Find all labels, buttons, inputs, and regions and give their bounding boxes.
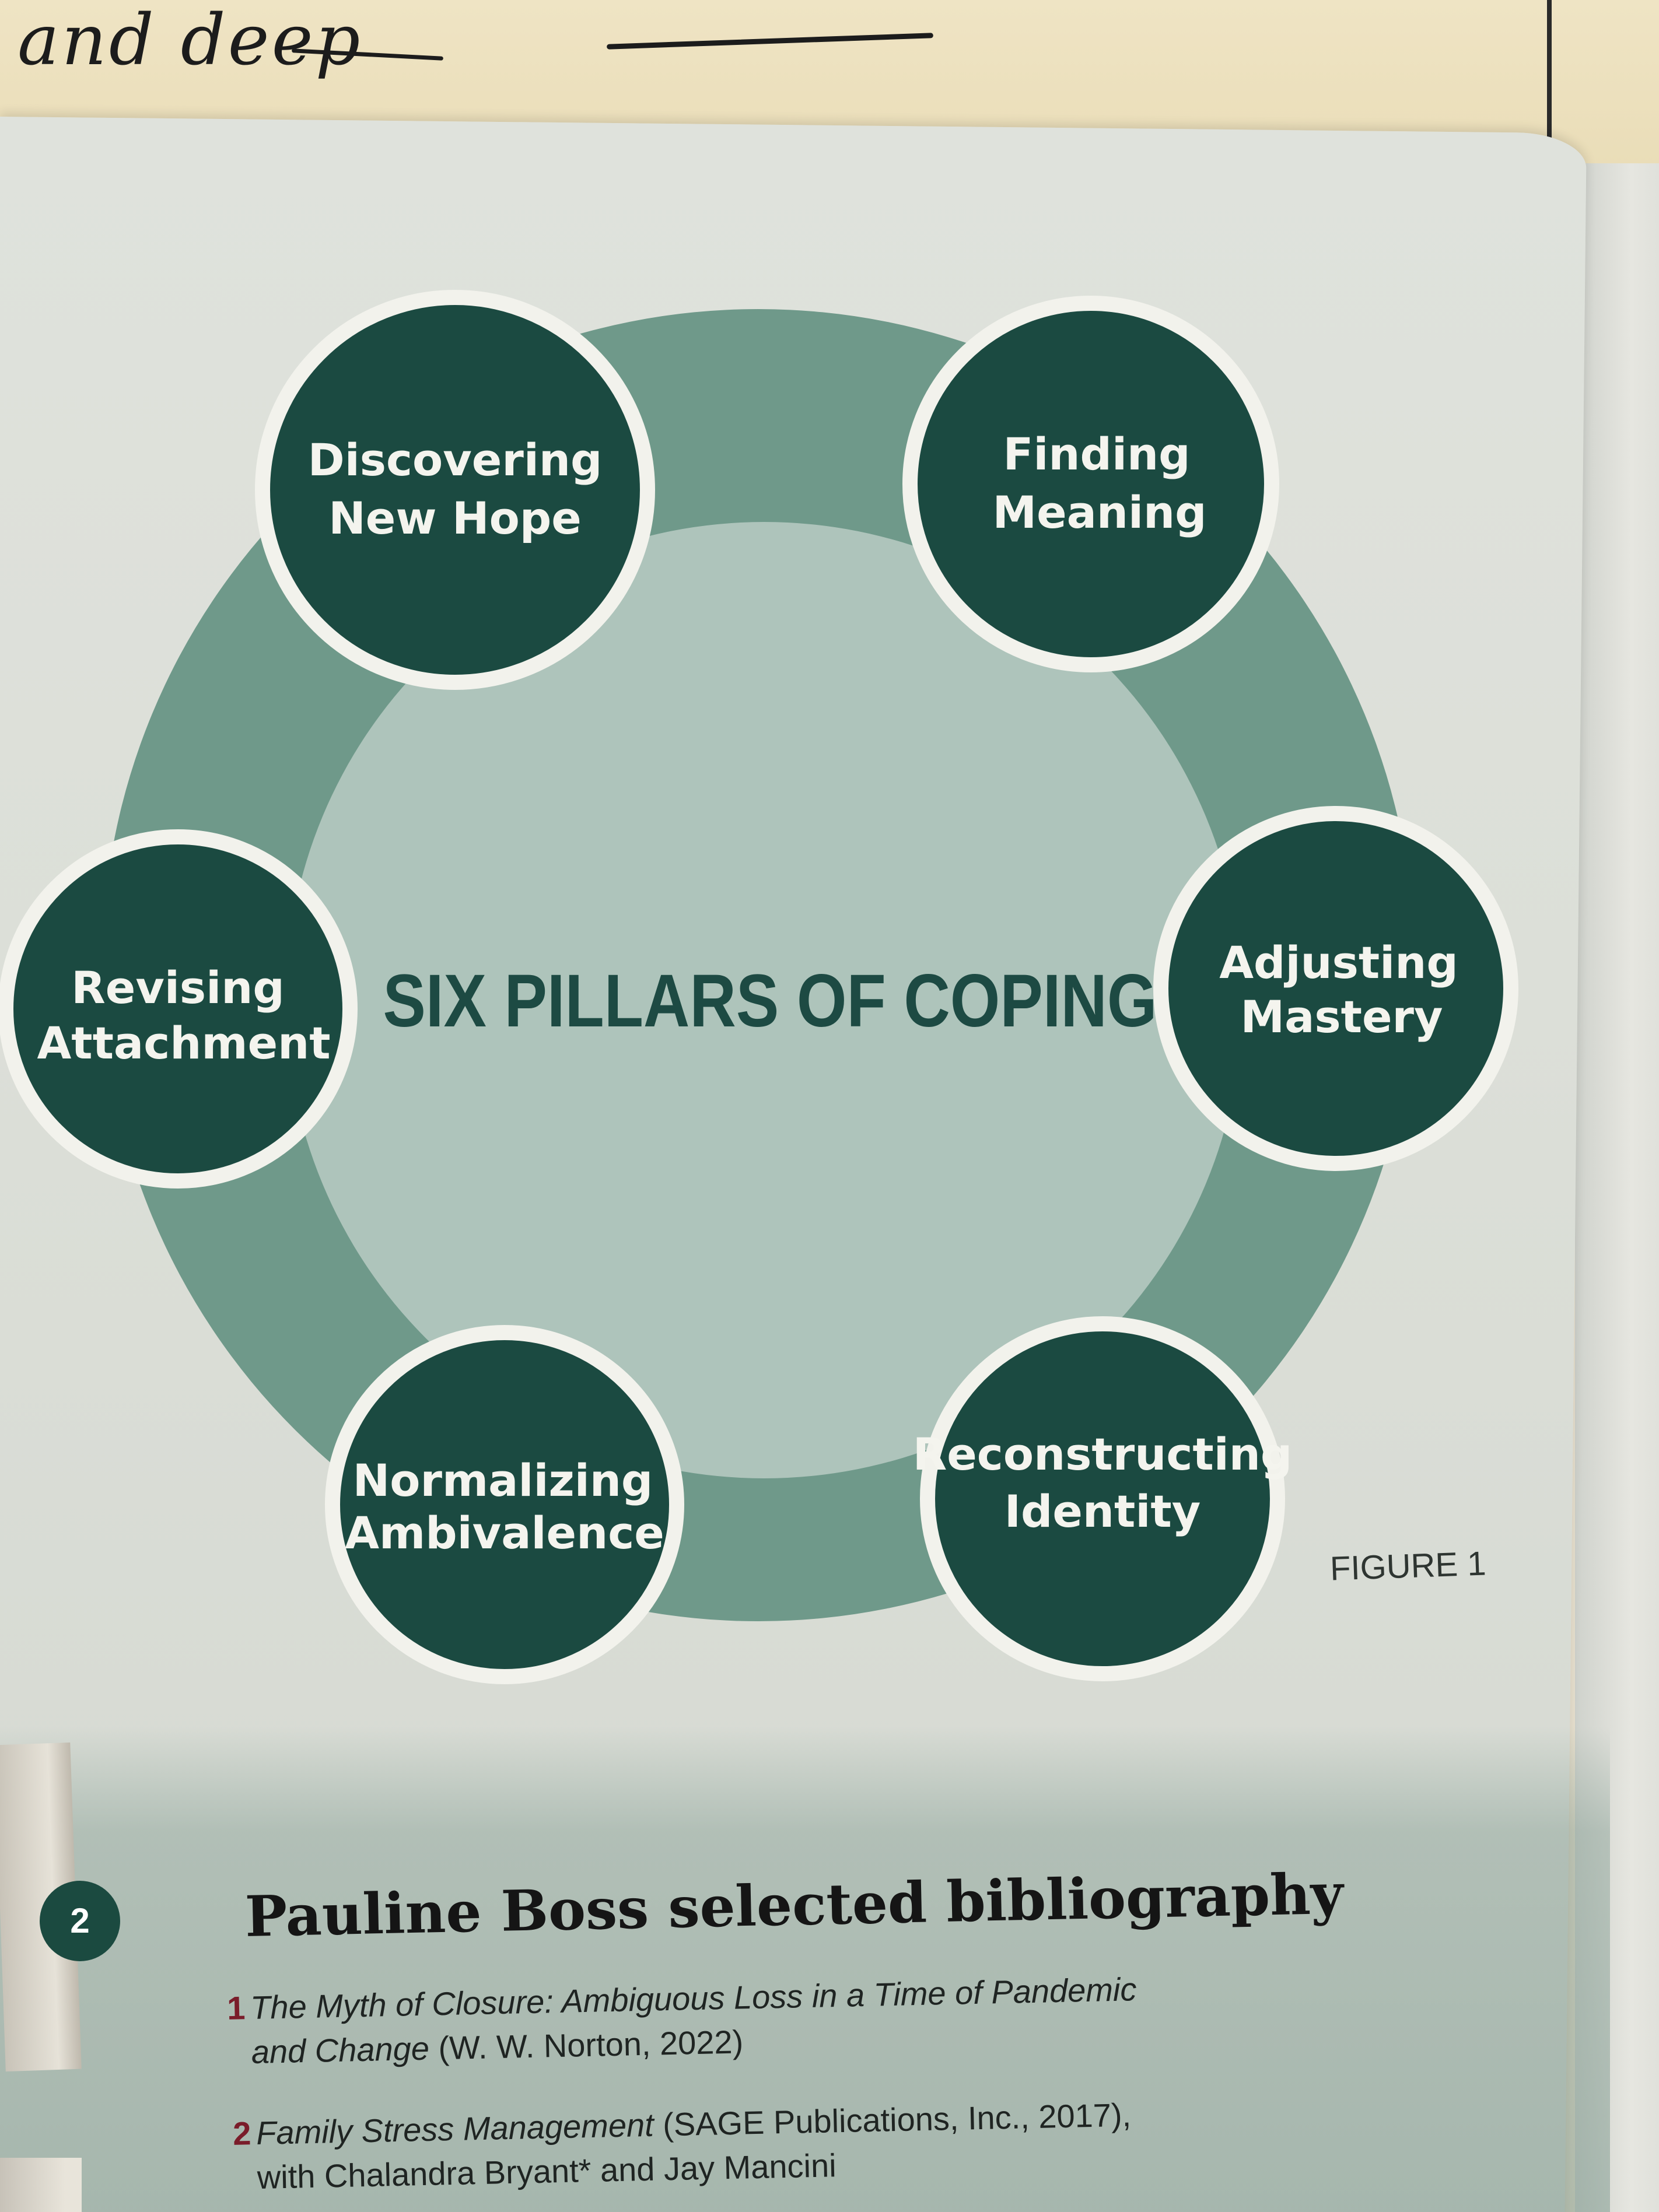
page-shadow-band: [0, 1726, 1610, 2212]
pillar-label-line1: Normalizing: [353, 1454, 653, 1506]
pillar-label-line1: Reconstructing: [913, 1428, 1293, 1480]
pillar-label-line1: Adjusting: [1219, 937, 1458, 988]
pillar-node: Revising Attachment: [0, 829, 358, 1189]
inner-disc: [286, 522, 1242, 1478]
pillar-label-line1: Revising: [71, 962, 284, 1014]
bibliography-entry: 2 Family Stress Management (SAGE Publica…: [233, 2093, 1132, 2200]
pillar-label-line1: Finding: [1003, 428, 1190, 480]
entry-number: 2: [232, 2115, 252, 2152]
bibliography-entry: 1 The Myth of Closure: Ambiguous Loss in…: [227, 1967, 1138, 2074]
pillar-node: Discovering New Hope: [255, 290, 655, 690]
entry-title-continued: and Change: [251, 2029, 430, 2070]
entry-publication-detail: (SAGE Publications, Inc., 2017),: [653, 2096, 1132, 2143]
pillar-label-line2: Attachment: [37, 1017, 330, 1069]
facing-page-edge: [1575, 163, 1659, 2212]
bibliography-section: 2 Pauline Boss selected bibliography 1 T…: [0, 1855, 1610, 2212]
section-number-badge: 2: [40, 1881, 120, 1961]
book-thumbnail-edge: [0, 2158, 82, 2212]
entry-publication-detail: (W. W. Norton, 2022): [429, 2023, 744, 2067]
handwritten-note: and deep: [18, 0, 363, 81]
pillar-node: Adjusting Mastery: [1153, 806, 1518, 1171]
pillar-label-line2: Meaning: [992, 486, 1206, 538]
pillar-label-line2: Identity: [1005, 1485, 1201, 1537]
pillar-label-line1: Discovering: [308, 434, 603, 486]
entry-number: 1: [226, 1989, 246, 2027]
pillar-node: Normalizing Ambivalence: [325, 1325, 684, 1684]
pillar-label-line2: Ambivalence: [345, 1507, 664, 1559]
entry-coauthors: with Chalandra Bryant* and Jay Mancini: [257, 2147, 837, 2196]
figure-caption: FIGURE 1: [1329, 1544, 1487, 1588]
pillar-label-line2: New Hope: [328, 492, 582, 544]
pillar-label-line2: Mastery: [1240, 991, 1443, 1043]
entry-title: Family Stress Management: [256, 2106, 654, 2152]
pillar-node: Reconstructing Identity: [913, 1316, 1293, 1681]
notebook-edge: [1547, 0, 1552, 181]
pillar-node: Finding Meaning: [902, 296, 1279, 672]
bibliography-heading: Pauline Boss selected bibliography: [244, 1860, 1344, 1950]
diagram-center-title: SIX PILLARS OF COPING: [383, 959, 1157, 1043]
entry-title: The Myth of Closure: Ambiguous Loss in a…: [250, 1971, 1137, 2027]
